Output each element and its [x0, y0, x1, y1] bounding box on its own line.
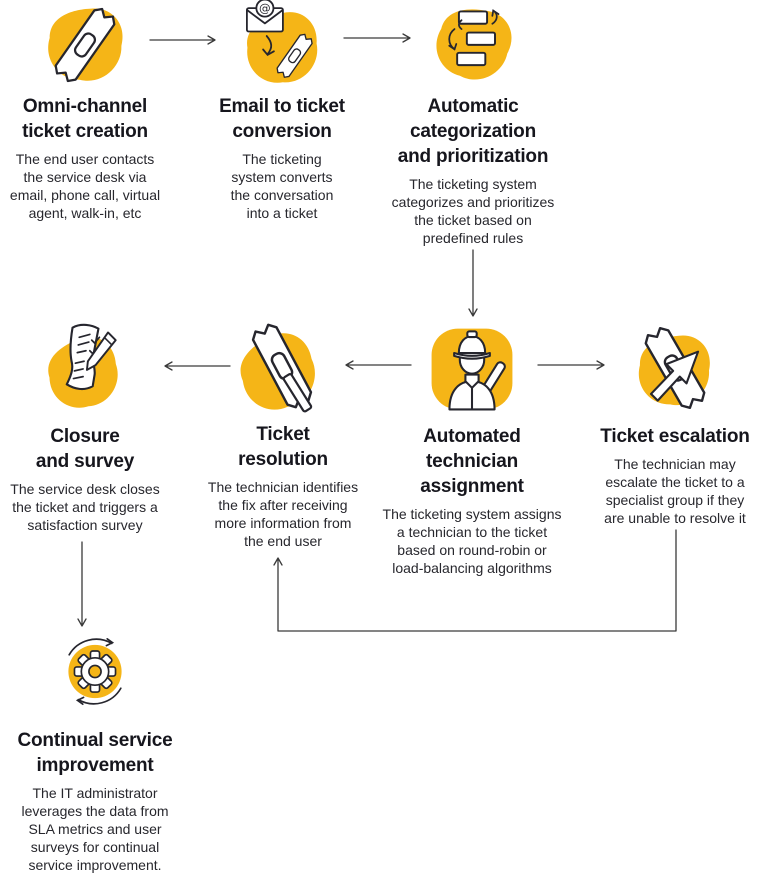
email-to-ticket-icon: @	[245, 0, 318, 83]
ticket-icon	[42, 1, 128, 87]
step-description: The technician may escalate the ticket t…	[604, 456, 746, 526]
step-title: Continual service improvement	[17, 730, 173, 776]
arrow-closure-to-improvement	[77, 541, 87, 627]
categorization-icon	[429, 0, 517, 88]
step-description: The ticketing system assigns a technicia…	[382, 506, 562, 576]
step-ticket-escalation: Ticket escalation The technician may esc…	[586, 320, 764, 527]
resolution-icon	[233, 320, 323, 417]
step-omni-channel-ticket-creation: Omni-channel ticket creation The end use…	[0, 0, 170, 222]
step-continual-service-improvement: Continual service improvement The IT adm…	[0, 632, 190, 874]
step-automatic-categorization: Automatic categorization and prioritizat…	[373, 0, 573, 247]
step-title: Closure and survey	[35, 426, 135, 472]
step-description: The IT administrator leverages the data …	[21, 785, 169, 873]
step-description: The ticketing system categorizes and pri…	[391, 176, 555, 246]
step-title: Ticket escalation	[600, 426, 750, 447]
gear-cycle-icon	[68, 638, 122, 706]
escalation-icon	[634, 323, 715, 413]
step-ticket-resolution: Ticket resolution The technician identif…	[198, 318, 368, 550]
survey-icon	[44, 323, 122, 412]
arrow-categorization-to-assignment	[468, 249, 478, 317]
step-description: The technician identifies the fix after …	[207, 479, 359, 549]
step-title: Omni-channel ticket creation	[22, 96, 148, 142]
step-title: Ticket resolution	[238, 424, 328, 470]
step-description: The ticketing system converts the conver…	[230, 151, 334, 221]
svg-text:@: @	[259, 1, 271, 15]
step-closure-and-survey: Closure and survey The service desk clos…	[0, 320, 170, 534]
step-title: Email to ticket conversion	[219, 96, 345, 142]
technician-icon	[431, 328, 513, 411]
step-email-to-ticket-conversion: @ Email to ticket conversion The ticketi…	[197, 0, 367, 222]
step-description: The end user contacts the service desk v…	[9, 151, 161, 221]
step-title: Automatic categorization and prioritizat…	[397, 96, 549, 167]
step-description: The service desk closes the ticket and t…	[10, 481, 160, 533]
step-automated-technician-assignment: Automated technician assignment The tick…	[377, 322, 567, 577]
step-title: Automated technician assignment	[420, 426, 524, 497]
